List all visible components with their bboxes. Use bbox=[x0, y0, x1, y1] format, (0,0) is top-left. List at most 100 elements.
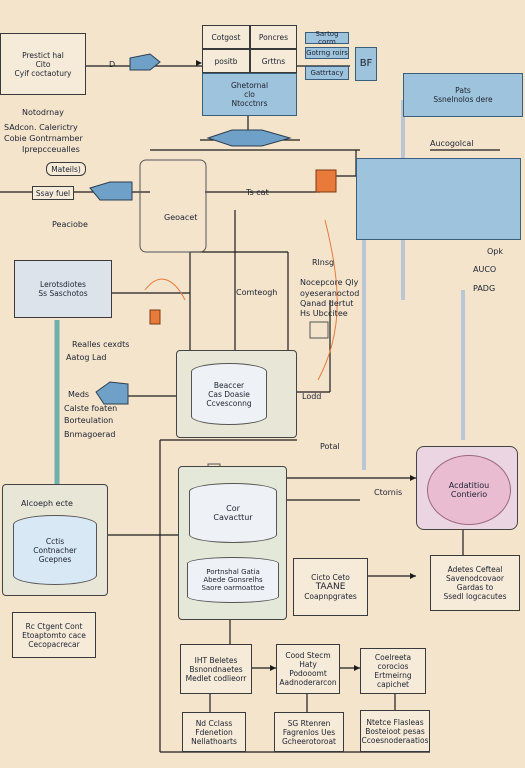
row1-box-2-line-1: Cood Stecm bbox=[285, 651, 331, 660]
row2-box-3-line-1: Ntetce Flasleas bbox=[366, 717, 424, 727]
right-panel-title: Pats bbox=[455, 86, 471, 95]
left-tank-3: Gcepnes bbox=[38, 554, 72, 564]
big-tank-bottom-3: Saore oarmoattoe bbox=[201, 584, 265, 592]
left-row-a: Mateils) bbox=[46, 162, 86, 176]
row2-box-2-line-3: Gcheerotoroat bbox=[282, 736, 336, 746]
row2-box-2-line-1: SG Rtenren bbox=[287, 718, 331, 728]
row2-box-1-line-2: Fdenetion bbox=[195, 727, 233, 737]
grid-blue-line-2: clo bbox=[244, 90, 255, 99]
mid-left-panel-2: Ss Saschotos bbox=[38, 289, 88, 298]
top-left-line-2: Cito bbox=[35, 59, 51, 69]
mid-left-panel: Lerotsdiotes Ss Saschotos bbox=[14, 260, 112, 318]
left-heading-3: Cobie Gontrnamber bbox=[4, 134, 83, 143]
bf-box: BF bbox=[355, 47, 377, 81]
big-tank-bottom-1: Portnshal Gatia bbox=[206, 568, 260, 576]
orange-label: Ts cat bbox=[246, 188, 269, 197]
far-right-box-3: Gardas to bbox=[456, 583, 494, 592]
row1-box-2-line-2: Haty bbox=[299, 660, 317, 669]
far-right-box: Adetes Cefteal Savenodcovaor Gardas to S… bbox=[430, 555, 520, 611]
far-right-box-1: Adetes Cefteal bbox=[447, 565, 503, 574]
grid-cell-3: positb bbox=[202, 49, 250, 73]
opk-label-3: PADG bbox=[473, 284, 496, 293]
right-oval-2: Contierio bbox=[450, 490, 488, 499]
center-big-tank-top: Cor Cavacttur bbox=[189, 483, 277, 543]
left-tank-title: Alcoeph ecte bbox=[21, 499, 73, 508]
row1-box-2-line-4: Aadnoderarcon bbox=[279, 678, 337, 687]
center-small-label: Geoacet bbox=[164, 213, 198, 222]
row1-box-3-line-2: corocios bbox=[377, 662, 409, 671]
grid-blue-line-1: Ghetornal bbox=[230, 81, 269, 90]
row2-box-3: Ntetce Flasleas Bosteioot pesas Ccoesnod… bbox=[360, 710, 430, 752]
top-left-line-3: Cyif coctaotury bbox=[14, 68, 72, 78]
center-tank-3: Ccvesconng bbox=[206, 398, 252, 408]
row2-box-1: Nd Cclass Fdenetion Nellathoarts bbox=[182, 712, 246, 752]
bottom-left-box-3: Cecopacrecar bbox=[28, 639, 80, 649]
mid-center-label: Comteogh bbox=[236, 288, 278, 297]
left-tank-1: Cctis bbox=[45, 536, 65, 546]
right-grid-panel bbox=[356, 158, 521, 240]
big-tank-top-2: Cavacttur bbox=[213, 513, 253, 522]
bottom-left-box-1: Rc Ctgent Cont bbox=[25, 621, 83, 631]
left-row-c: Peaciobe bbox=[52, 220, 88, 229]
left-stack-4: Bnmagoerad bbox=[64, 430, 116, 439]
left-heading-2: SAdcon. Calerictry bbox=[4, 123, 78, 132]
big-tank-top-1: Cor bbox=[226, 504, 240, 513]
mid-left-text-1: Realles cexdts bbox=[72, 340, 130, 349]
right-panel-sub: Ssnelnolos dere bbox=[433, 95, 493, 104]
row1-box-1: IHT Beletes Bsnondnaetes Medlet codlieor… bbox=[180, 644, 252, 694]
left-stack-2: Calste foaten bbox=[64, 404, 118, 413]
left-stack-1: Meds bbox=[68, 390, 90, 399]
bottom-left-box: Rc Ctgent Cont Etoaptomto cace Cecopacre… bbox=[12, 612, 96, 658]
row1-box-1-line-3: Medlet codlieorr bbox=[185, 673, 247, 683]
mid-left-panel-1: Lerotsdiotes bbox=[40, 280, 86, 289]
center-big-panel: Cor Cavacttur Portnshal Gatia Abede Gons… bbox=[178, 466, 287, 620]
right-oval-panel: Acdatitiou Contierio bbox=[416, 446, 518, 530]
bottom-left-box-2: Etoaptomto cace bbox=[22, 630, 86, 640]
row2-box-1-line-3: Nellathoarts bbox=[191, 736, 237, 746]
mid-right-4: Hs Ubccitee bbox=[300, 309, 348, 318]
rlnsg-label: Rlnsg bbox=[312, 258, 335, 267]
right-oval: Acdatitiou Contierio bbox=[427, 455, 511, 525]
grid-blue-box: Ghetornal clo Ntocctnrs bbox=[202, 73, 297, 116]
right-panel: Pats Ssnelnolos dere bbox=[403, 73, 523, 117]
row2-box-3-line-3: Ccoesnoderaatios bbox=[361, 735, 429, 745]
center-tank-2: Cas Doasie bbox=[208, 389, 250, 399]
left-row-b: Ssay fuel bbox=[32, 186, 74, 200]
mid-right-box-2: TAANE bbox=[315, 581, 346, 592]
mid-right-box-3: Coapnpgrates bbox=[304, 592, 357, 602]
row2-box-2-line-2: Fagrenlos Ues bbox=[282, 727, 336, 737]
center-tank: Beaccer Cas Doasie Ccvesconng bbox=[191, 363, 267, 425]
grid-cell-1: Cotgost bbox=[202, 25, 250, 49]
left-heading-4: Iprepcceualles bbox=[22, 145, 80, 154]
center-tank-panel: Beaccer Cas Doasie Ccvesconng bbox=[176, 350, 297, 438]
top-left-line-1: Prestict hal bbox=[22, 50, 64, 60]
row2-box-2: SG Rtenren Fagrenlos Ues Gcheerotoroat bbox=[274, 712, 344, 752]
left-stack-3: Borteulation bbox=[64, 416, 114, 425]
row1-box-1-line-1: IHT Beletes bbox=[194, 655, 238, 665]
row2-box-1-line-1: Nd Cclass bbox=[195, 718, 233, 728]
mid-right-3: Qanad dertut bbox=[300, 299, 354, 308]
far-right-box-2: Savenodcovaor bbox=[446, 574, 504, 583]
row1-box-3-line-3: Ertmeirng capichet bbox=[374, 671, 412, 689]
mid-left-text-2: Aatog Lad bbox=[66, 353, 107, 362]
left-tank: Cctis Contnacher Gcepnes bbox=[13, 515, 97, 585]
center-tank-1: Beaccer bbox=[213, 380, 245, 390]
left-heading-1: Notodrnay bbox=[22, 108, 64, 117]
mid-right-box-1: Cicto Ceto bbox=[311, 572, 350, 582]
ctornis-label: Ctornis bbox=[374, 488, 403, 497]
big-tank-bottom-2: Abede Gonsrelhs bbox=[203, 576, 263, 584]
opk-label-2: AUCO bbox=[473, 265, 497, 274]
grid-cell-4: Grttns bbox=[250, 49, 297, 73]
row1-box-1-line-2: Bsnondnaetes bbox=[189, 664, 243, 674]
opk-label-1: Opk bbox=[487, 247, 504, 256]
row1-box-3-line-1: Coelreeta bbox=[374, 653, 412, 662]
mid-right-1: Nocepcore Qly bbox=[300, 278, 359, 287]
top-right-small-1: Sartog corm bbox=[305, 30, 349, 46]
mid-right-box: Cicto Ceto TAANE Coapnpgrates bbox=[293, 558, 368, 616]
grid-blue-line-3: Ntocctnrs bbox=[231, 99, 268, 108]
row1-box-3: Coelreeta corocios Ertmeirng capichet bbox=[360, 648, 426, 694]
center-big-tank-bottom: Portnshal Gatia Abede Gonsrelhs Saore oa… bbox=[187, 557, 279, 603]
right-label: Aucogolcal bbox=[430, 139, 474, 148]
top-right-small-2: Gotrng roirs bbox=[305, 47, 349, 59]
mid-right-2: oyeseranoctod bbox=[300, 289, 360, 298]
